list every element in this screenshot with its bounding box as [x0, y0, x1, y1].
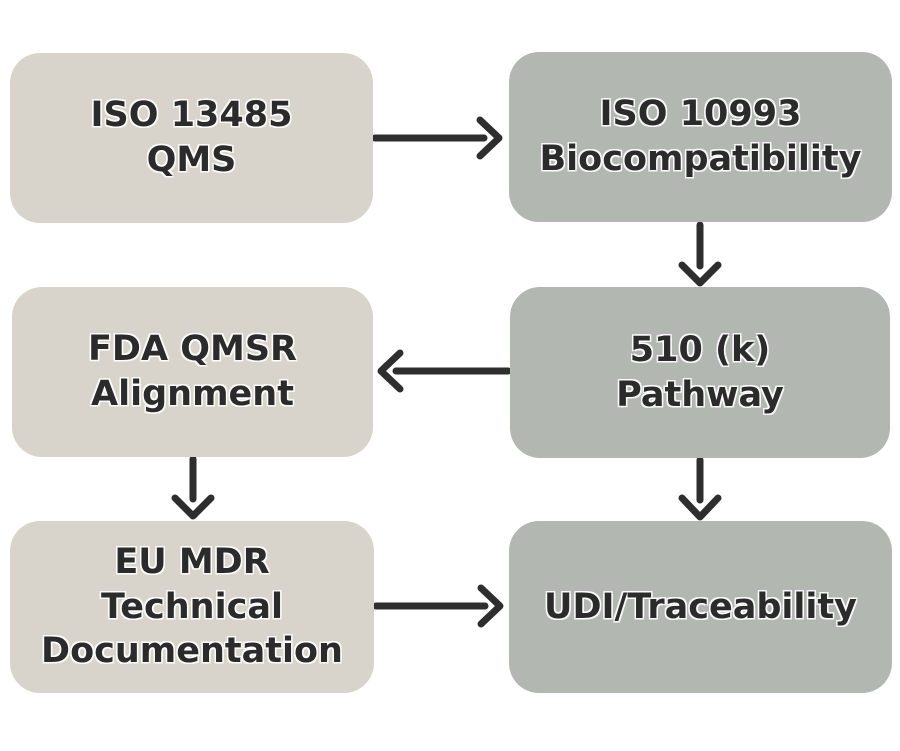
node-fda-qmsr-alignment: FDA QMSR Alignment: [12, 287, 373, 457]
node-label-line: ISO 13485: [90, 95, 293, 136]
node-eu-mdr-technical-documentation: EU MDR Technical Documentation: [10, 521, 374, 693]
edge-iso13485-to-iso10993-arrow: [371, 116, 503, 160]
node-label-line: Alignment: [91, 374, 294, 414]
edge-510k-to-udi-arrow: [678, 456, 722, 521]
node-iso-10993-biocompatibility: ISO 10993 Biocompatibility: [509, 52, 892, 222]
node-label-line: FDA QMSR: [88, 329, 297, 370]
edge-510k-to-fda-qmsr-arrow: [377, 349, 512, 393]
node-label-line: UDI/Traceability: [544, 586, 857, 627]
node-label-line: QMS: [146, 140, 237, 180]
node-label-line: ISO 10993: [599, 94, 802, 135]
node-iso-13485-qms: ISO 13485 QMS: [10, 53, 373, 223]
edge-eu-mdr-to-udi-arrow: [372, 584, 504, 628]
node-udi-traceability: UDI/Traceability: [509, 521, 892, 693]
node-label-line: 510 (k): [629, 329, 771, 370]
node-label-line: Documentation: [41, 631, 343, 672]
node-label-line: Pathway: [616, 374, 784, 415]
edge-iso10993-to-510k-arrow: [678, 221, 722, 287]
node-label-line: Technical: [101, 586, 283, 627]
edge-fda-qmsr-to-eu-mdr-arrow: [171, 455, 215, 520]
node-label-line: EU MDR: [114, 541, 270, 582]
node-label-line: Biocompatibility: [539, 139, 862, 179]
node-510k-pathway: 510 (k) Pathway: [510, 287, 890, 458]
